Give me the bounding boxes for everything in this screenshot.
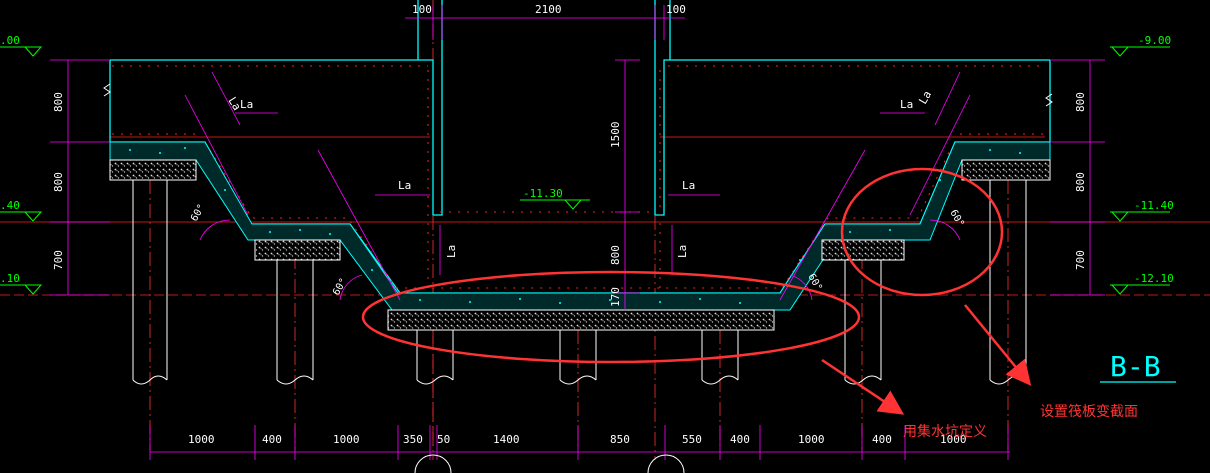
top-dim-lines [405, 5, 685, 40]
bottom-dim-5: 50 [437, 433, 450, 446]
right-dim-lines [1050, 59, 1105, 296]
screed-speckles [129, 147, 1021, 304]
right-elevation-top: -9.00 [1138, 34, 1171, 47]
angle-label-3: 60° [947, 208, 966, 229]
break-symbols [103, 83, 1053, 107]
angle-label-1: 60° [189, 202, 208, 223]
pit-annotation: 用集水坑定义 [903, 423, 987, 440]
top-dim-middle: 2100 [535, 3, 562, 16]
screed-layers [109, 141, 1051, 311]
bottom-dim-line [149, 425, 1010, 460]
grid-bubbles [414, 454, 685, 473]
left-dim-1: 800 [52, 92, 65, 112]
bottom-dim-8: 550 [682, 433, 702, 446]
left-elevation-top: .00 [0, 34, 20, 47]
bottom-dim-6: 1400 [493, 433, 520, 446]
bottom-dim-7: 850 [610, 433, 630, 446]
pit-dim-lines [615, 59, 640, 310]
pit-dim-thickness: 170 [609, 287, 622, 307]
left-dim-2: 800 [52, 172, 65, 192]
left-elevation-bottom: .10 [0, 272, 20, 285]
anchor-label-5: La [398, 179, 411, 192]
right-dim-1: 800 [1074, 92, 1087, 112]
right-elevation-bottom: -12.10 [1134, 272, 1174, 285]
anchor-label-1: La [240, 98, 253, 111]
angle-arcs [199, 219, 961, 301]
bottom-dim-9: 400 [730, 433, 750, 446]
anchor-marks [184, 71, 971, 301]
anchor-label-3: La [900, 98, 913, 111]
left-dim-3: 700 [52, 250, 65, 270]
section-title: B-B [1110, 350, 1161, 383]
right-dim-2: 800 [1074, 172, 1087, 192]
anchor-label-2: La [225, 95, 243, 113]
elevation-markers [0, 46, 1170, 295]
raft-annotation: 设置筏板变截面 [1040, 403, 1138, 420]
left-elevation-mid: .40 [0, 199, 20, 212]
anchor-label-8: La [676, 245, 689, 258]
pit-elevation: -11.30 [523, 187, 563, 200]
bottom-dim-12: 1000 [940, 433, 967, 446]
right-dim-3: 700 [1074, 250, 1087, 270]
bottom-dim-2: 400 [262, 433, 282, 446]
annotation-marks [361, 167, 1032, 415]
anchor-label-7: La [445, 245, 458, 258]
anchor-label-4: La [916, 89, 934, 107]
piles [132, 180, 1027, 385]
right-elevation-mid: -11.40 [1134, 199, 1174, 212]
bottom-dim-4: 350 [403, 433, 423, 446]
anchor-label-6: La [682, 179, 695, 192]
bottom-dim-1: 1000 [188, 433, 215, 446]
top-dim-right: 100 [666, 3, 686, 16]
bottom-dim-3: 1000 [333, 433, 360, 446]
pit-dim-slab: 800 [609, 245, 622, 265]
angle-label-2: 60° [331, 276, 350, 297]
cushion-layers [109, 159, 1051, 331]
pit-dim-depth: 1500 [609, 122, 622, 149]
rebar-lines [112, 65, 1046, 290]
bottom-dim-10: 1000 [798, 433, 825, 446]
top-dim-left: 100 [412, 3, 432, 16]
bottom-dim-11: 400 [872, 433, 892, 446]
left-dim-lines [50, 59, 110, 296]
structure-outline [109, 0, 1051, 294]
